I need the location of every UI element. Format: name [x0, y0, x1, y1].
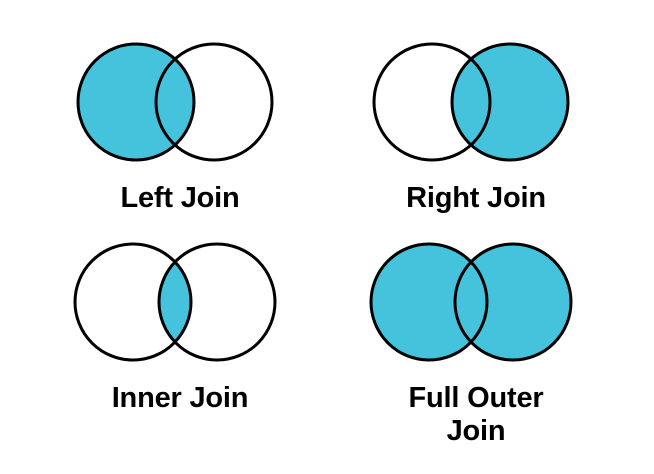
venn-label-full-outer-join: Full Outer Join: [408, 382, 544, 448]
venn-panel-inner-join: Inner Join: [40, 236, 320, 415]
right-circle-outline: [450, 42, 570, 162]
right-circle-fill: [455, 244, 571, 360]
left-circle-outline: [76, 42, 196, 162]
venn-label-right-join: Right Join: [406, 182, 546, 214]
venn-graphic-full-outer-join: [369, 242, 573, 362]
right-circle-outline: [157, 242, 277, 362]
venn-panel-full-outer-join: Full Outer Join: [336, 236, 616, 449]
venn-graphic-left-join: [76, 42, 274, 162]
venn-panel-left-join: Left Join: [40, 36, 320, 215]
venn-label-inner-join: Inner Join: [111, 382, 249, 414]
right-circle-outline: [154, 42, 274, 162]
venn-graphic-right-join: [372, 42, 570, 162]
venn-label-left-join: Left Join: [120, 182, 240, 214]
right-circle-outline: [453, 242, 573, 362]
venn-panel-right-join: Right Join: [336, 36, 616, 215]
left-circle-outline: [73, 242, 193, 362]
left-circle-outline: [372, 42, 492, 162]
left-circle-outline: [369, 242, 489, 362]
venn-graphic-inner-join: [73, 242, 277, 362]
left-circle-fill: [371, 244, 487, 360]
